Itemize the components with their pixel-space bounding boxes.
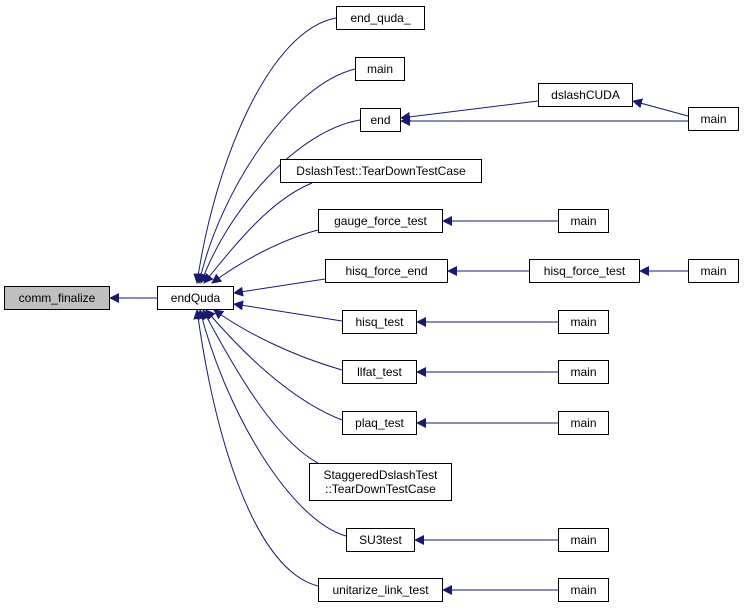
node-main[interactable]: main bbox=[558, 578, 609, 602]
node-hisq-force-test[interactable]: hisq_force_test bbox=[529, 259, 640, 283]
edge-main-dslashcuda bbox=[632, 98, 689, 117]
edge-end-quda-underscore bbox=[193, 17, 337, 284]
edge-llfat-test bbox=[213, 309, 343, 371]
node-staggered-teardown-line1: StaggeredDslashTest bbox=[323, 468, 438, 482]
node-dslashtest-teardown[interactable]: DslashTest::TearDownTestCase bbox=[280, 159, 482, 183]
node-llfat-test[interactable]: llfat_test bbox=[342, 360, 417, 384]
node-main[interactable]: main bbox=[558, 360, 609, 384]
node-su3test[interactable]: SU3test bbox=[346, 528, 415, 552]
node-endquda[interactable]: endQuda bbox=[157, 286, 234, 310]
node-main[interactable]: main bbox=[558, 209, 609, 233]
edge-su3test bbox=[197, 309, 347, 537]
node-main[interactable]: main bbox=[355, 57, 405, 81]
node-hisq-test[interactable]: hisq_test bbox=[342, 310, 417, 334]
node-end-quda-underscore[interactable]: end_quda_ bbox=[336, 6, 425, 30]
edge-hisq-force-end bbox=[233, 278, 326, 297]
node-main[interactable]: main bbox=[558, 528, 609, 552]
node-staggered-teardown[interactable]: StaggeredDslashTest ::TearDownTestCase bbox=[309, 463, 452, 501]
edge-dslashtest-teardown bbox=[203, 182, 313, 284]
edge-plaq-test bbox=[205, 309, 343, 421]
edge-main-top bbox=[196, 68, 356, 284]
node-unitarize-link-test[interactable]: unitarize_link_test bbox=[318, 578, 443, 602]
node-hisq-force-end[interactable]: hisq_force_end bbox=[325, 259, 448, 283]
edge-gauge-force-test bbox=[211, 229, 319, 284]
node-main[interactable]: main bbox=[558, 310, 609, 334]
edge-dslashcuda-end bbox=[400, 100, 539, 122]
edge-hisq-test bbox=[233, 300, 343, 322]
node-main[interactable]: main bbox=[688, 259, 739, 283]
node-main[interactable]: main bbox=[688, 107, 739, 131]
node-end[interactable]: end bbox=[360, 108, 401, 132]
edge-end bbox=[199, 119, 361, 284]
edge-staggered-teardown bbox=[202, 309, 319, 464]
node-comm-finalize[interactable]: comm_finalize bbox=[4, 286, 110, 310]
node-gauge-force-test[interactable]: gauge_force_test bbox=[318, 209, 443, 233]
edge-unitarize-link-test bbox=[193, 309, 319, 587]
node-main[interactable]: main bbox=[558, 411, 609, 435]
node-dslashcuda[interactable]: dslashCUDA bbox=[538, 83, 633, 107]
node-plaq-test[interactable]: plaq_test bbox=[342, 411, 417, 435]
node-staggered-teardown-line2: ::TearDownTestCase bbox=[325, 482, 436, 496]
